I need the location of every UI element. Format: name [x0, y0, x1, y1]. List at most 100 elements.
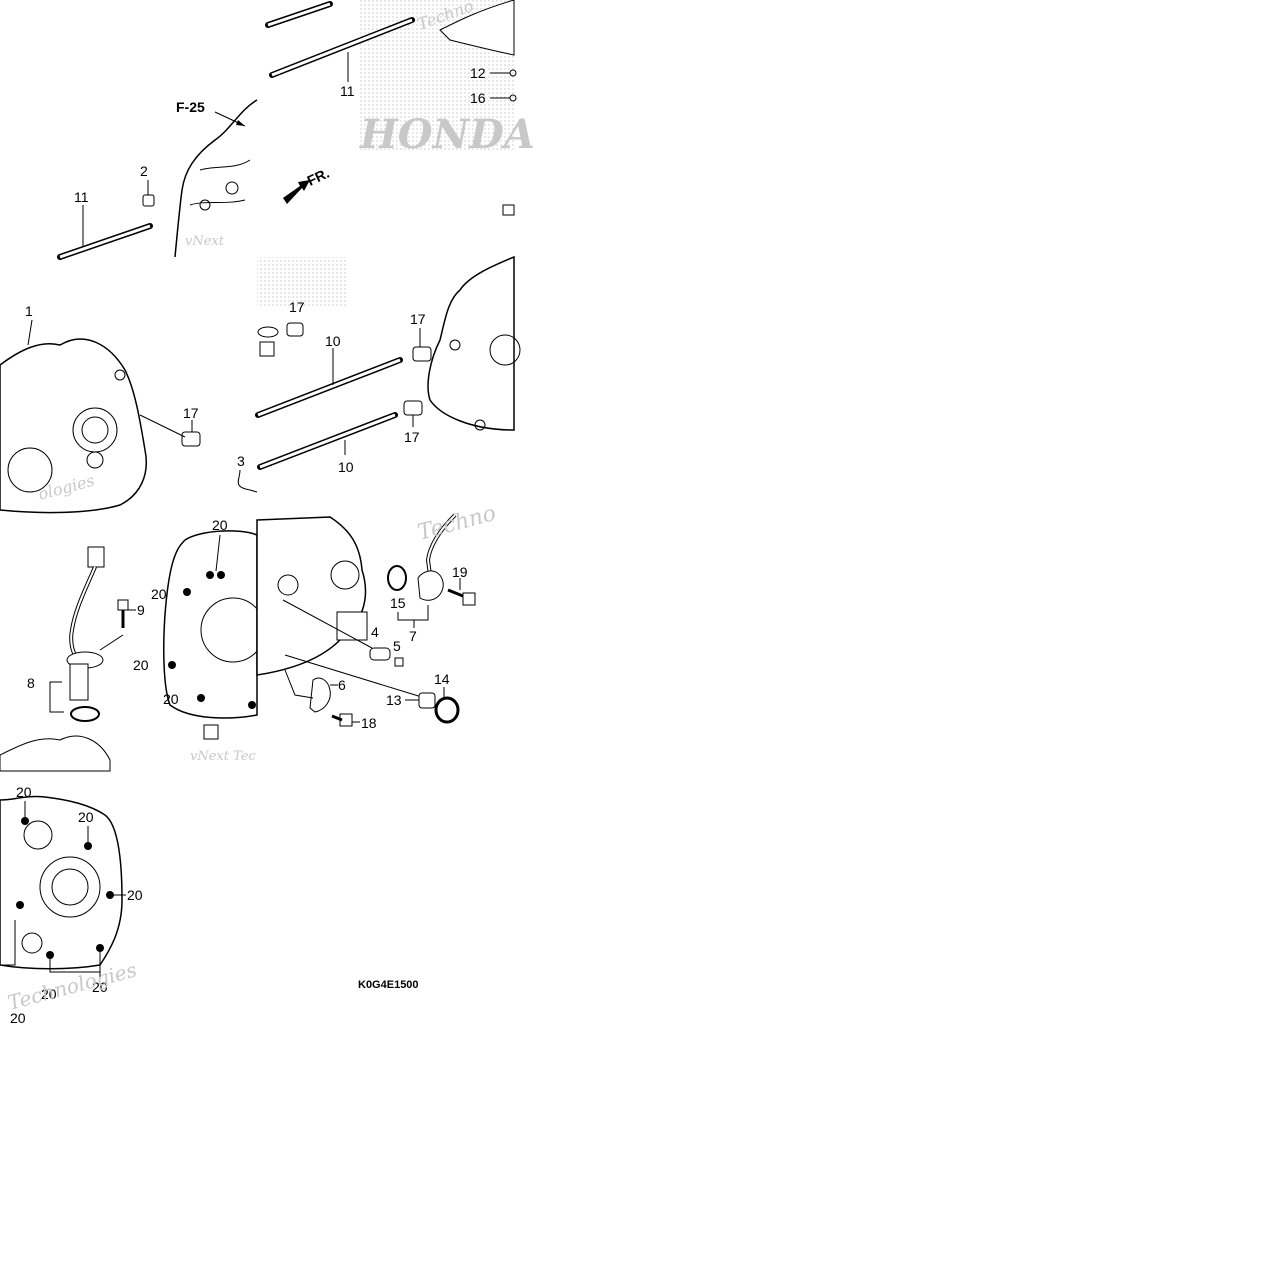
sensor-connector	[87, 546, 105, 568]
bolt-shank-18	[331, 714, 343, 722]
bolt-hole	[248, 701, 256, 709]
bolt-hole	[106, 891, 114, 899]
stud-bolt-11-upper-inner	[267, 2, 331, 27]
leader-bracket	[0, 920, 16, 966]
callout-2: 2	[140, 163, 148, 179]
callout-20-j: 20	[10, 1010, 26, 1026]
seal-ring-12	[509, 69, 517, 77]
ref-f25-label: F-25	[176, 99, 205, 115]
callout-3: 3	[237, 453, 245, 469]
callout-8: 8	[27, 675, 35, 691]
stud-bolt-11-lower-inner	[271, 18, 413, 77]
leader-line	[237, 469, 258, 493]
bolt-hole	[96, 944, 104, 952]
bolt-hole	[197, 694, 205, 702]
sensor-wire-7-inner	[426, 514, 456, 576]
shaft-hole	[86, 451, 104, 469]
dowel-pin-2	[142, 194, 155, 207]
watermark-vnext-tec: vNext Tec	[190, 749, 256, 764]
callout-17-c: 17	[410, 311, 426, 327]
bolt-hole	[168, 661, 176, 669]
leader-bracket	[49, 681, 64, 713]
callout-20-b: 20	[151, 586, 167, 602]
crankcase-outline	[174, 99, 258, 258]
bolt-hole	[225, 181, 239, 195]
watermark-vnext: vNext	[185, 234, 225, 249]
neutral-switch-connector	[203, 724, 219, 740]
bolt-hole	[16, 901, 24, 909]
callout-13: 13	[386, 692, 402, 708]
shift-drum-boss	[336, 611, 368, 641]
washer	[257, 326, 279, 338]
stud-bolt-10-lower-inner	[259, 413, 396, 469]
dowel-pin-17	[286, 322, 304, 337]
sensor-wire-inner	[70, 566, 96, 656]
callout-4: 4	[371, 624, 379, 640]
spring-5	[394, 657, 404, 667]
stud-tip	[502, 204, 515, 216]
bearing-bore	[330, 560, 360, 590]
bearing-14	[434, 696, 460, 724]
speed-sensor-body-8	[69, 663, 89, 701]
callout-14: 14	[434, 671, 450, 687]
callout-6: 6	[338, 677, 346, 693]
callout-20-e: 20	[16, 784, 32, 800]
o-ring	[70, 706, 100, 722]
neutral-switch-4	[369, 647, 391, 661]
brand-watermark-honda: HONDA	[359, 111, 535, 158]
dotted-backdrop	[257, 257, 347, 307]
callout-10-a: 10	[325, 333, 341, 349]
callout-12: 12	[470, 65, 486, 81]
callout-11-b: 11	[340, 83, 355, 99]
crankcase-ribs	[189, 159, 251, 206]
bolt-head-19	[462, 592, 476, 606]
callout-11-a: 11	[74, 189, 89, 205]
callout-20-i: 20	[92, 979, 108, 995]
bearing-bore-inner	[81, 416, 109, 444]
tile-center: 17 10 10 17 17	[255, 255, 521, 475]
leader-line	[215, 534, 221, 572]
stud-bolt-11-inner	[59, 224, 151, 259]
seal-ring-16	[509, 94, 517, 102]
callout-20-g: 20	[127, 887, 143, 903]
callout-5: 5	[393, 638, 401, 654]
dowel-pin-17	[181, 431, 201, 447]
leader-line	[27, 319, 33, 346]
stud-bolt-10-upper-inner	[257, 358, 401, 417]
drain-bolt	[259, 341, 275, 357]
right-crankcase-half	[427, 255, 515, 431]
bearing-bore	[277, 574, 299, 596]
front-direction-label: FR.	[305, 165, 332, 189]
bearing-bore	[489, 334, 521, 366]
bolt-hole	[206, 571, 214, 579]
callout-15: 15	[390, 595, 406, 611]
bolt-hole	[84, 842, 92, 850]
leader-line	[284, 669, 314, 699]
callout-9: 9	[137, 602, 145, 618]
callout-16: 16	[470, 90, 486, 106]
bolt-hole	[474, 419, 486, 431]
ref-f25-arrowhead-icon	[236, 120, 245, 126]
cylinder-block-fragment	[439, 0, 515, 56]
watermark-techno: Techno	[415, 501, 499, 546]
bolt-hole	[199, 199, 211, 211]
leader-line	[139, 414, 186, 438]
left-crankcase-fragment	[256, 516, 367, 676]
callout-18: 18	[361, 715, 377, 731]
cover-bore	[23, 820, 53, 850]
tile-top-left: F-25 2 11 vNext	[57, 99, 258, 260]
callout-20-a: 20	[212, 517, 228, 533]
stopper-plate-6	[309, 677, 331, 713]
tile-bottom-left: 20 20 20 20 20 20 Technologies	[0, 784, 143, 1026]
callout-17-a: 17	[183, 405, 199, 421]
callout-1: 1	[25, 303, 33, 319]
crank-bore	[7, 447, 53, 493]
bolt-hole	[21, 817, 29, 825]
leader-line	[284, 654, 426, 699]
tile-lower-center: 4 5 6 18 13 14 15 7 19 Techno	[256, 501, 499, 731]
dowel-pin-17	[403, 400, 423, 416]
tile-top-middle: HONDA 11 12 16 FR. Techno	[265, 0, 535, 216]
crankcase-cover-gasket	[0, 795, 123, 970]
bolt-hole	[114, 369, 126, 381]
